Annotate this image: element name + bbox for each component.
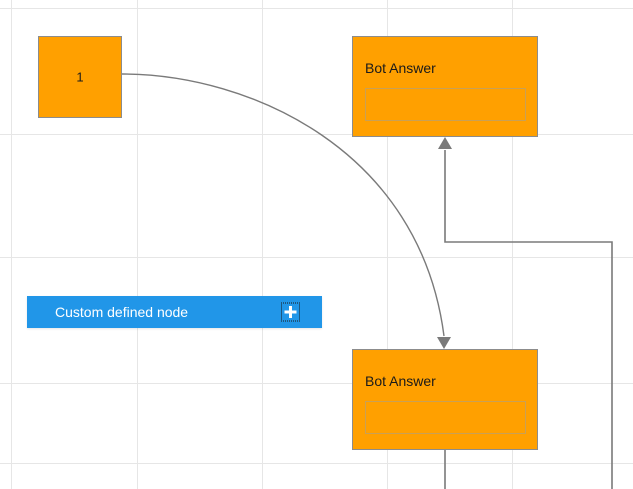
plus-icon[interactable] bbox=[281, 302, 300, 322]
node-title: Bot Answer bbox=[365, 60, 436, 76]
connector-arrowhead-down bbox=[437, 337, 451, 349]
node-content-slot[interactable] bbox=[365, 401, 526, 434]
node-bot-answer-bottom[interactable]: Bot Answer bbox=[352, 349, 538, 450]
node-number-label: 1 bbox=[76, 69, 84, 85]
node-numbered-1[interactable]: 1 bbox=[38, 36, 122, 118]
node-title: Bot Answer bbox=[365, 373, 436, 389]
custom-defined-node-bar[interactable]: Custom defined node bbox=[27, 296, 322, 328]
node-content-slot[interactable] bbox=[365, 88, 526, 121]
node-bot-answer-top[interactable]: Bot Answer bbox=[352, 36, 538, 137]
connector-elbow-to-bot-top[interactable] bbox=[444, 150, 613, 489]
custom-defined-node-label: Custom defined node bbox=[55, 304, 189, 320]
connector-curve-node1-to-bot-bottom[interactable] bbox=[121, 73, 445, 337]
connector-arrowhead-up bbox=[438, 137, 452, 149]
